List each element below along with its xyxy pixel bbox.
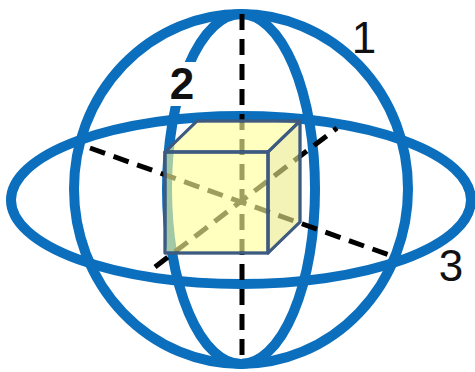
callout-number: 2 <box>168 62 196 106</box>
cube-front <box>165 152 268 253</box>
callout-number: 1 <box>350 16 378 60</box>
cube-edge <box>165 121 300 152</box>
cube-edge <box>268 121 300 253</box>
cube-edge <box>165 152 268 253</box>
outer-vertical-ring <box>74 14 408 364</box>
axis-line <box>90 148 392 256</box>
cube-side <box>268 121 300 253</box>
callout-number: 3 <box>437 244 465 288</box>
